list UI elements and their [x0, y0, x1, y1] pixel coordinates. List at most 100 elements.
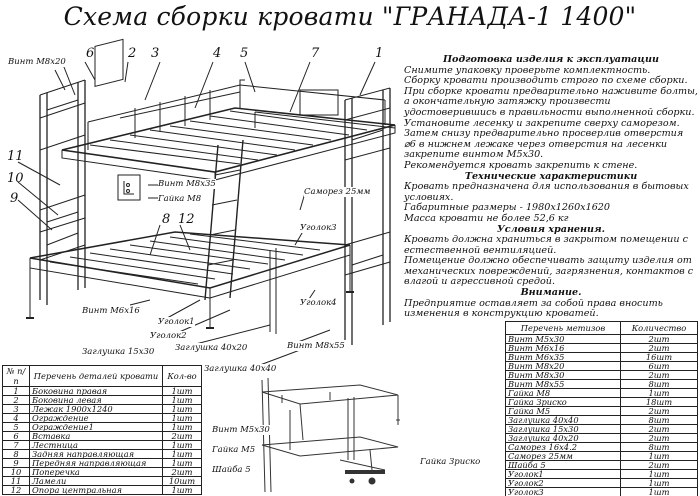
table-cell: 16шт [620, 352, 698, 362]
label-vint-m5x30: Винт М5х30 [212, 425, 270, 435]
table-cell: 8шт [620, 379, 698, 389]
table-cell: Саморез 25мм [505, 451, 621, 461]
table-cell: 1шт [162, 440, 202, 450]
table-cell: Боковина левая [29, 395, 163, 405]
table-cell: 6 [2, 431, 30, 441]
callout-4: 4 [213, 46, 222, 61]
table-cell: 10 [2, 467, 30, 477]
table-cell: 1шт [162, 485, 202, 495]
table-cell: 3 [2, 404, 30, 414]
notes-paragraph: Предприятие оставляет за собой права вно… [404, 297, 663, 320]
callout-10: 10 [7, 171, 24, 186]
table-cell: 2 [2, 395, 30, 405]
table-cell: 1шт [620, 487, 698, 496]
table-cell: 8шт [620, 415, 698, 425]
table-cell: 2шт [620, 343, 698, 353]
notes-paragraph: Снимите упаковку проверьте комплектность… [404, 64, 651, 76]
table-cell: 18шт [620, 397, 698, 407]
table-cell: 8 [2, 449, 30, 459]
table-cell: Винт М6х16 [505, 343, 621, 353]
instructions-block: Подготовка изделия к эксплуатации Снимит… [404, 54, 698, 320]
table-cell: 1шт [162, 422, 202, 432]
table-cell: Заглушка 40х20 [505, 433, 621, 443]
label-vint-m8x55: Винт М8х55 [287, 341, 345, 351]
label-zaglushka-15x30: Заглушка 15х30 [82, 347, 155, 357]
table-cell: 1шт [620, 388, 698, 398]
table-cell: 4 [2, 413, 30, 423]
table-cell: 1шт [620, 478, 698, 488]
notes-heading-preparation: Подготовка изделия к эксплуатации [442, 54, 659, 65]
table-cell: Винт М8х55 [505, 379, 621, 389]
page-title: Схема сборки кровати "ГРАНАДА-1 1400" [63, 2, 637, 31]
table-cell: Гайка М5 [505, 406, 621, 416]
table-cell: 2шт [620, 433, 698, 443]
table-cell: Саморез 16х4.2 [505, 442, 621, 452]
callout-9: 9 [10, 191, 19, 206]
table-cell: 10шт [162, 476, 202, 486]
table-cell: 6шт [620, 361, 698, 371]
table-cell: 7 [2, 440, 30, 450]
notes-paragraph: Рекомендуется кровать закрепить к стене. [404, 159, 638, 171]
table-cell: Гайка М8 [505, 388, 621, 398]
table-cell: Вставка [29, 431, 163, 441]
label-ugolok1: Уголок1 [158, 317, 195, 327]
notes-paragraph: Масса кровати не более 52,6 кг [404, 212, 569, 224]
label-zaglushka-40x40: Заглушка 40х40 [204, 364, 277, 374]
notes-paragraph: Габаритные размеры - 1980х1260х1620 [404, 202, 611, 214]
table-cell: 1шт [162, 395, 202, 405]
label-zaglushka-40x20: Заглушка 40х20 [175, 343, 248, 353]
table-cell: 5 [2, 422, 30, 432]
label-vint-m6x16: Винт М6х16 [82, 306, 140, 316]
table-cell: Боковина правая [29, 386, 163, 396]
notes-heading-specs: Технические характеристики [464, 170, 638, 182]
label-samorez-25: Саморез 25мм [304, 187, 371, 197]
notes-heading-storage: Условия хранения. [497, 223, 605, 235]
table-cell: Винт М6х35 [505, 352, 621, 362]
table-cell: 1шт [162, 449, 202, 459]
callout-3: 3 [151, 46, 160, 61]
notes-paragraph: Сборку кровати производить строго по схе… [404, 75, 698, 161]
table-cell: 9 [2, 458, 30, 468]
table-cell: Ограждение [29, 413, 163, 423]
table-cell: Шайба 5 [505, 460, 621, 470]
label-gaika-zrisk: Гайка Зриско [420, 457, 481, 467]
parts-header-qty: Кол-во [162, 365, 202, 387]
table-cell: Передняя направляющая [29, 458, 163, 468]
label-ugolok2: Уголок2 [150, 331, 187, 341]
table-cell: 2шт [620, 406, 698, 416]
table-cell: 1шт [162, 386, 202, 396]
parts-header-num: № п/п [2, 365, 30, 387]
table-cell: 1шт [162, 458, 202, 468]
notes-paragraph: Кровать должна храниться в закрытом поме… [404, 234, 688, 256]
table-cell: 1шт [620, 451, 698, 461]
table-cell: Ламели [29, 476, 163, 486]
table-cell: Опора центральная [29, 485, 163, 495]
label-gaika-m5: Гайка М5 [212, 445, 256, 455]
